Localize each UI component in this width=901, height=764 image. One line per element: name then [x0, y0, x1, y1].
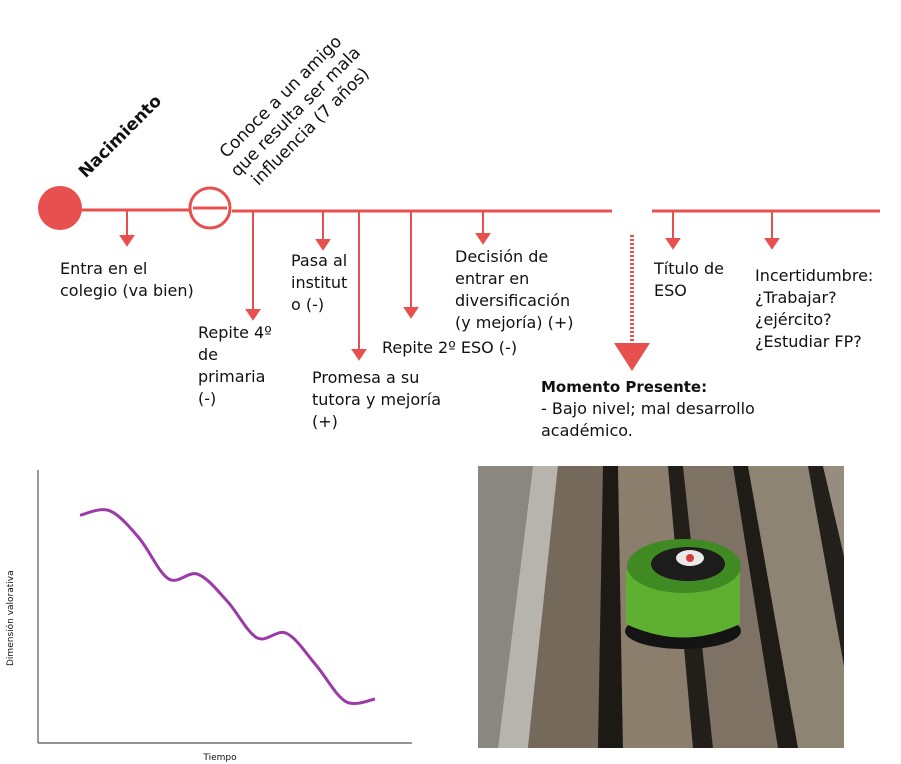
x-axis-label: Tiempo — [203, 753, 237, 763]
speaker-photo — [478, 466, 844, 748]
arrow-incertidumbre — [764, 211, 780, 250]
event-colegio: Entra en el colegio (va bien) — [60, 259, 194, 300]
arrow-colegio — [119, 211, 135, 247]
y-axis-label: Dimensión valorativa — [6, 570, 16, 666]
event-repite-4: Repite 4º de primaria (-) — [198, 323, 272, 408]
trend-chart — [37, 470, 412, 744]
event-instituto: Pasa al institut o (-) — [291, 251, 348, 314]
arrow-repite4 — [245, 211, 261, 321]
birth-dot — [38, 186, 82, 230]
event-titulo: Título de ESO — [654, 259, 724, 300]
green-speaker — [625, 539, 741, 649]
present-arrow — [614, 235, 650, 371]
arrow-titulo — [665, 211, 681, 250]
friend-marker — [188, 186, 232, 230]
event-promesa: Promesa a su tutora y mejoría (+) — [312, 368, 441, 431]
present-body: - Bajo nivel; mal desarrollo académico. — [541, 399, 755, 440]
present-title: Momento Presente: — [541, 378, 708, 396]
timeline-graphic — [38, 186, 880, 371]
arrow-instituto — [315, 211, 331, 251]
arrow-repite2 — [403, 211, 419, 319]
photo-illustration — [478, 466, 844, 748]
event-repite-2: Repite 2º ESO (-) — [382, 338, 518, 357]
series-line — [79, 508, 376, 705]
present-moment: Momento Presente: - Bajo nivel; mal desa… — [541, 376, 755, 442]
event-diversificacion: Decisión de entrar en diversificación (y… — [455, 247, 574, 332]
event-incertidumbre: Incertidumbre: ¿Trabajar? ¿ejército? ¿Es… — [755, 266, 874, 351]
arrow-diversificacion — [475, 211, 491, 245]
arrow-promesa — [351, 211, 367, 361]
